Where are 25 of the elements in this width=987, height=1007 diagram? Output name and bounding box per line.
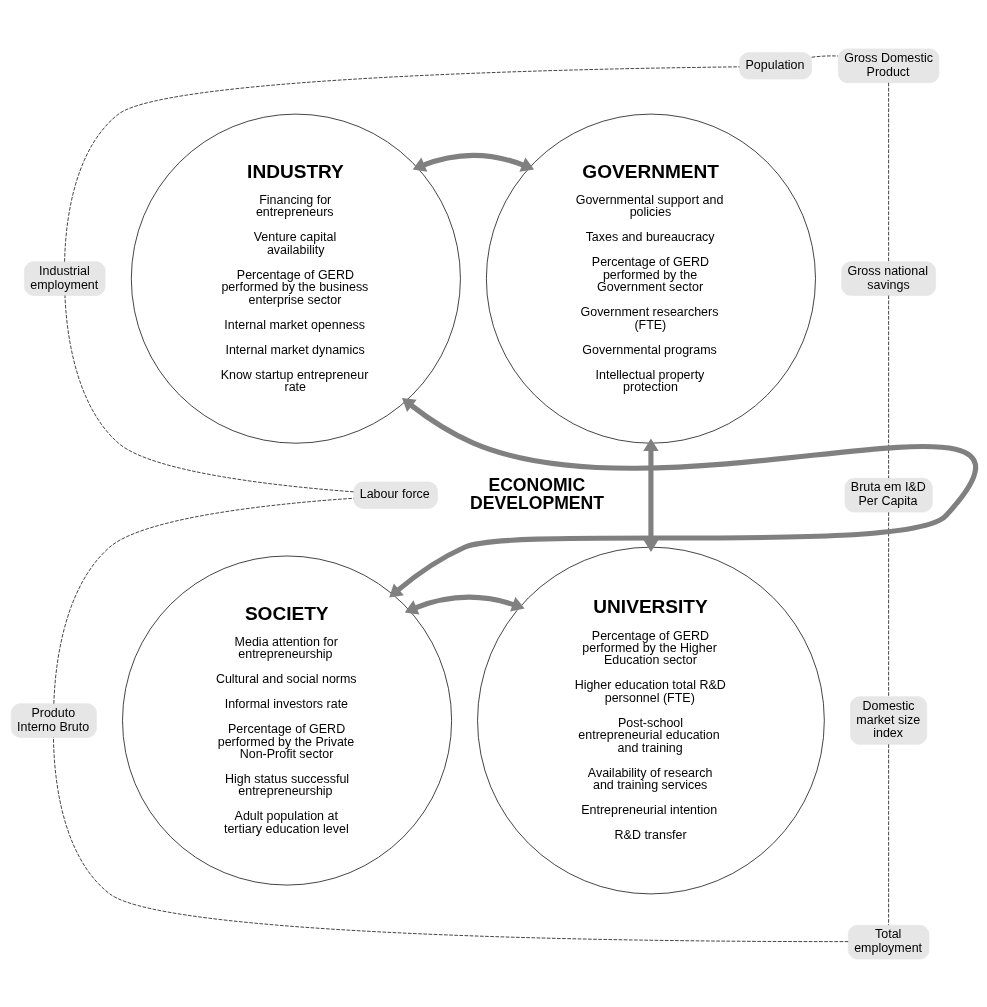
node-box: Labour force [353,481,438,509]
arrow [404,594,525,615]
node-box: Total employment [847,924,930,959]
arrow [643,437,659,552]
arrow [412,152,535,172]
node-circle: GOVERNMENT Governmental support and policies Taxes and bureaucracy Percentage of GERD performed by the Government sector Government researchers (FTE) Governmental programs Intellectual property protection [486,113,816,444]
node-box: Bruta em I&D Per Capita [844,477,933,512]
connector [888,294,889,478]
connector [64,65,740,262]
connector [888,81,889,262]
connector [811,55,839,58]
arrow [389,397,977,598]
node-box: Domestic market size index [850,695,928,745]
connector [53,497,354,704]
node-box: Population [739,51,812,79]
node-circle: SOCIETY Media attention for entrepreneurship Cultural and social norms Informal investors rate Percentage of GERD performed by the Private Non-Profit sector High status successful entrepreneurship Adult population at tertiary education level [122,555,452,885]
connector [53,736,849,942]
label: ECONOMIC DEVELOPMENT [470,474,605,513]
connector [64,294,354,492]
node-box: Gross national savings [841,260,936,296]
node-circle: UNIVERSITY Percentage of GERD performed by the Higher Education sector Higher education total R&D personnel (FTE) Post-school entrepreneurial education and training Availability of research and training services Entrepreneurial intention R&D transfer [477,546,825,894]
node-box: Gross Domestic Product [838,48,940,83]
node-box: Industrial employment [24,260,106,296]
node-circle: INDUSTRY Financing for entrepreneurs Venture capital availability Percentage of GERD performed by the business enterprise sector Internal market openness Internal market dynamics Know startup entrepreneur rate [130,113,461,444]
node-box: Produto Interno Bruto [10,702,97,738]
